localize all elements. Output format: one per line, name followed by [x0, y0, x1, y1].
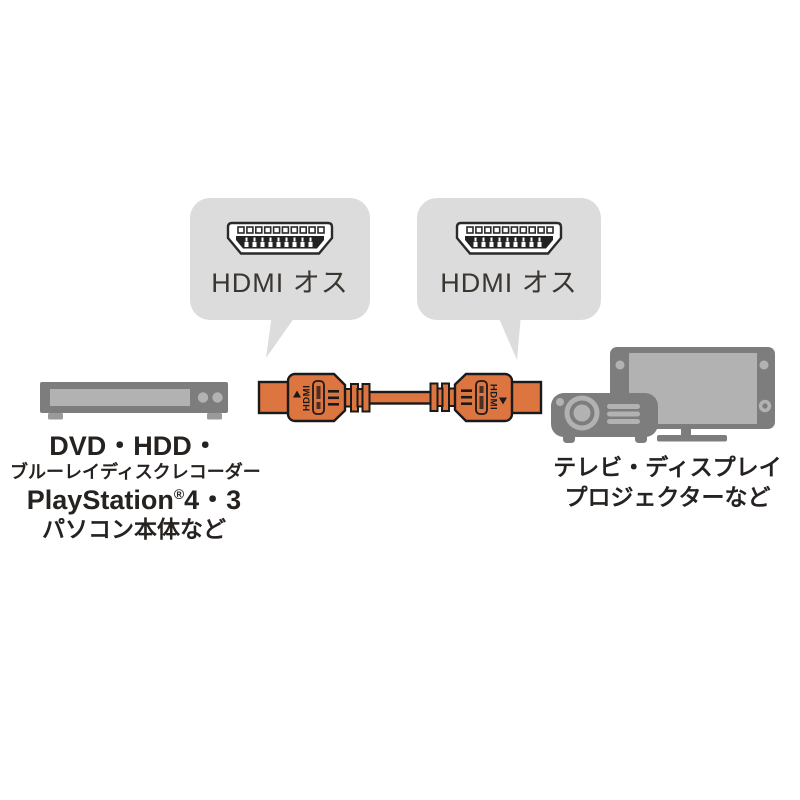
speech-bubble-left: HDMI オス — [190, 198, 370, 320]
hdmi-cable-illustration: HDMI HDMI — [257, 372, 543, 423]
caption-line: テレビ・ディスプレイ — [553, 454, 782, 480]
recorder-button — [197, 392, 209, 403]
cable-imprint-left: HDMI — [302, 385, 313, 411]
cable-cord — [366, 390, 434, 405]
cable-imprint-right: HDMI — [488, 384, 499, 410]
registered-trademark-symbol: ® — [173, 486, 185, 502]
caption-line: DVD・HDD・ — [49, 431, 219, 461]
projector-vents — [607, 404, 640, 424]
tv-stand-neck — [681, 429, 691, 436]
recorder-foot-right — [207, 413, 222, 420]
display-devices-illustration — [551, 347, 775, 443]
source-devices-caption: DVD・HDD・ ブルーレイディスクレコーダー PlayStation®4・3 … — [10, 431, 261, 542]
tv-stand-base — [657, 435, 727, 442]
bubble-tail-right — [497, 314, 521, 360]
cable-connector-right: HDMI — [429, 372, 543, 423]
hdmi-male-connector-icon — [226, 221, 334, 255]
bubble-label-right: HDMI オス — [440, 268, 578, 298]
recorder-button — [212, 392, 223, 403]
speech-bubble-right: HDMI オス — [417, 198, 601, 320]
recorder-foot-left — [48, 413, 63, 420]
display-devices-caption: テレビ・ディスプレイ プロジェクターなど — [545, 456, 790, 509]
hdmi-male-connector-icon — [455, 221, 563, 255]
caption-line: パソコン本体など — [42, 516, 226, 542]
dvd-recorder-illustration — [40, 382, 228, 420]
caption-line: PlayStation®4・3 — [26, 485, 242, 515]
recorder-display — [50, 389, 190, 406]
cable-connector-left: HDMI — [257, 372, 371, 423]
projector-illustration — [551, 393, 658, 443]
bubble-tail-left — [266, 314, 297, 358]
caption-line: ブルーレイディスクレコーダー — [10, 462, 261, 482]
bubble-label-left: HDMI オス — [211, 268, 349, 298]
caption-line: プロジェクターなど — [564, 484, 771, 510]
